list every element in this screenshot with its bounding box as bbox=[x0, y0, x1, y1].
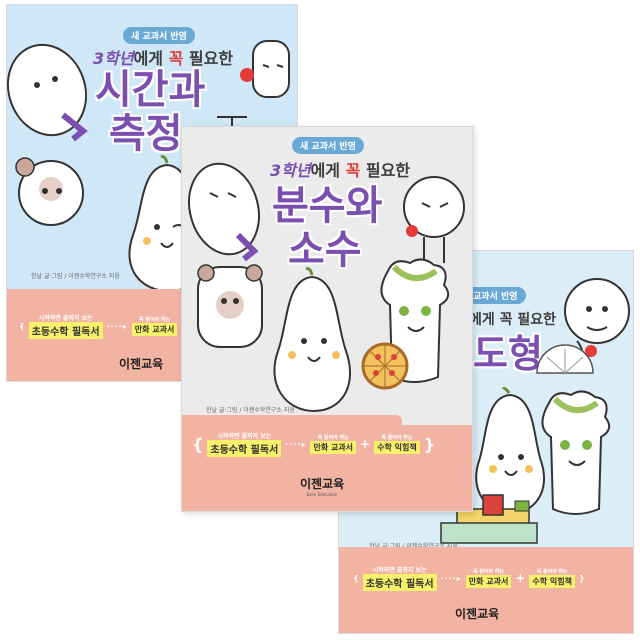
book-cover-shapes: 교과서 반영 에게 꼭 필요한 도형 bbox=[338, 250, 634, 634]
path-lead-group: 시작하면 끝까지 보는 초등수학 필독서 bbox=[362, 565, 437, 591]
publisher-logo-text: 이젠교육 bbox=[300, 477, 345, 491]
book-title: 도형 bbox=[473, 332, 543, 376]
path-arrow: ····▸ bbox=[440, 573, 462, 583]
bracket-left: { bbox=[353, 573, 359, 583]
author-credit: 한날 글·그림 / 이젠수학연구소 지음 bbox=[206, 407, 295, 414]
book-subtitle: 에게 꼭 필요한 bbox=[469, 312, 557, 328]
path-arrow: ····▸ bbox=[106, 321, 128, 331]
onion-character-illustration bbox=[188, 162, 260, 262]
publisher-logo: 이젠교육 Ezen Education bbox=[300, 475, 344, 497]
reading-path-banner: { 시작하면 끝까지 보는 초등수학 필독서 ····▸ 꼭 읽어야 하는 만화… bbox=[19, 313, 178, 339]
subtitle-mid: 에게 bbox=[133, 49, 169, 68]
cover-bottom-tab bbox=[182, 415, 402, 427]
path-item-1: 만화 교과서 bbox=[465, 575, 512, 588]
new-curriculum-badge: 새 교과서 반영 bbox=[292, 137, 364, 154]
pizza-icon bbox=[361, 342, 409, 390]
bracket-left: { bbox=[19, 321, 25, 331]
path-item2-group: 꼭 풀어야 하는 수학 익힘책 bbox=[529, 568, 576, 588]
author-credit: 한날 글·그림 / 이젠수학연구소 지음 bbox=[369, 541, 458, 550]
path-item-2: 수학 익힘책 bbox=[374, 441, 420, 454]
pear-character-illustration bbox=[273, 267, 351, 413]
path-item1-group: 꼭 읽어야 하는 만화 교과서 bbox=[465, 568, 512, 588]
publisher-logo-subtext: Ezen Education bbox=[306, 492, 338, 497]
path-main-text: 초등수학 필독서 bbox=[362, 574, 437, 591]
path-lead-text: 시작하면 끝까지 보는 bbox=[372, 567, 427, 574]
path-lead-group: 시작하면 끝까지 보는 초등수학 필독서 bbox=[207, 431, 282, 457]
book-subtitle: 3학년에게 꼭 필요한 bbox=[270, 157, 410, 181]
bracket-right: } bbox=[579, 573, 585, 583]
bear-character-illustration bbox=[197, 264, 263, 348]
publisher-logo: 이젠교육 bbox=[455, 607, 500, 621]
new-curriculum-badge: 새 교과서 반영 bbox=[123, 27, 195, 44]
path-item-1: 만화 교과서 bbox=[131, 323, 178, 336]
path-plus: + bbox=[515, 571, 526, 585]
new-curriculum-badge: 교과서 반영 bbox=[465, 287, 526, 304]
path-item-2: 수학 익힘책 bbox=[529, 575, 576, 588]
subtitle-kkok: 꼭 bbox=[168, 49, 184, 68]
path-small-text-1: 꼭 읽어야 하는 bbox=[473, 569, 505, 575]
path-main-text: 초등수학 필독서 bbox=[207, 440, 282, 457]
cover-bottom-band bbox=[182, 425, 472, 511]
onion-character-illustration bbox=[7, 43, 88, 142]
book-title-line-1: 시간과 bbox=[95, 67, 206, 113]
subtitle-grade: 3학년 bbox=[93, 49, 134, 68]
base-platform-illustration bbox=[440, 522, 538, 544]
path-lead-text: 시작하면 끝까지 보는 bbox=[217, 433, 272, 440]
publisher-logo: 이젠교육 bbox=[119, 357, 164, 371]
path-item1-group: 꼭 읽어야 하는 만화 교과서 bbox=[131, 316, 178, 336]
bear-character-illustration bbox=[15, 157, 84, 226]
bracket-left: { bbox=[192, 434, 204, 454]
subtitle-end: 필요한 bbox=[183, 49, 234, 68]
book-subtitle: 3학년에게 꼭 필요한 bbox=[93, 45, 233, 69]
path-main-text: 초등수학 필독서 bbox=[28, 322, 103, 339]
path-item2-group: 꼭 풀어야 하는 수학 익힘책 bbox=[374, 434, 420, 454]
sign-character-illustration bbox=[240, 40, 290, 98]
path-small-text-1: 꼭 읽어야 하는 bbox=[139, 317, 171, 323]
path-small-text-2: 꼭 풀어야 하는 bbox=[536, 569, 568, 575]
cabbage-character-illustration bbox=[541, 390, 611, 515]
reading-path-banner: { 시작하면 끝까지 보는 초등수학 필독서 ····▸ 꼭 읽어야 하는 만화… bbox=[353, 565, 585, 591]
round-character-illustration bbox=[403, 176, 465, 263]
path-plus: + bbox=[360, 437, 371, 451]
path-item-1: 만화 교과서 bbox=[310, 441, 357, 454]
reading-path-banner: { 시작하면 끝까지 보는 초등수학 필독서 ····▸ 꼭 읽어야 하는 만화… bbox=[192, 431, 435, 457]
path-small-text-1: 꼭 읽어야 하는 bbox=[317, 435, 349, 441]
book-title-line-2: 소수 bbox=[288, 227, 362, 273]
path-lead-text: 시작하면 끝까지 보는 bbox=[38, 315, 93, 322]
round-character-illustration bbox=[564, 278, 630, 360]
subtitle-mid: 에게 bbox=[310, 161, 346, 180]
book-cover-fractions-decimals: 새 교과서 반영 3학년에게 꼭 필요한 분수와 소수 bbox=[181, 126, 473, 512]
subtitle-grade: 3학년 bbox=[270, 161, 311, 180]
book-title-line-1: 분수와 bbox=[272, 183, 383, 229]
author-credit: 한날 글·그림 / 이젠수학연구소 지음 bbox=[31, 273, 120, 280]
bracket-right: } bbox=[423, 434, 436, 454]
path-arrow: ····▸ bbox=[285, 439, 307, 449]
subtitle-kkok: 꼭 bbox=[345, 161, 361, 180]
subtitle-end: 필요한 bbox=[360, 161, 411, 180]
path-lead-group: 시작하면 끝까지 보는 초등수학 필독서 bbox=[28, 313, 103, 339]
path-small-text-2: 꼭 풀어야 하는 bbox=[381, 435, 413, 441]
path-item1-group: 꼭 읽어야 하는 만화 교과서 bbox=[310, 434, 357, 454]
book-title-line-2: 측정 bbox=[109, 111, 183, 157]
protractor-icon bbox=[536, 344, 594, 374]
